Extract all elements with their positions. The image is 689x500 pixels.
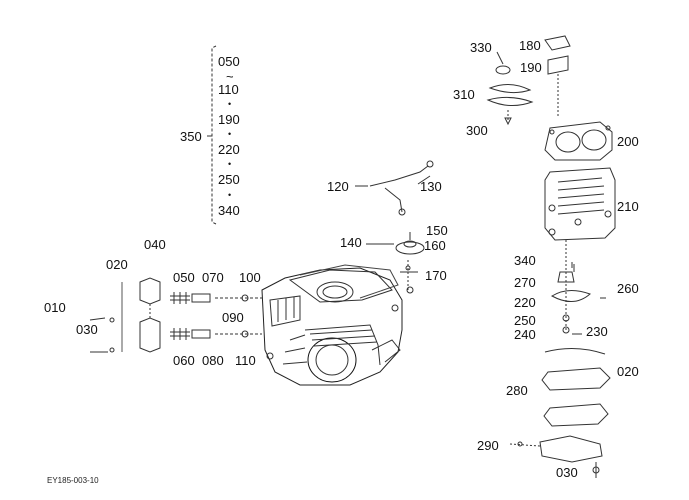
callout-230: 230 bbox=[586, 324, 608, 339]
callout-270: 270 bbox=[514, 275, 536, 290]
callout-090: 090 bbox=[222, 310, 244, 325]
callout-100: 100 bbox=[239, 270, 261, 285]
crankcase-cover bbox=[299, 264, 399, 299]
callout-340-right: 340 bbox=[514, 253, 536, 268]
callout-020: 020 bbox=[106, 257, 128, 272]
callout-190: 190 bbox=[218, 112, 240, 127]
callout-040: 040 bbox=[144, 237, 166, 252]
callout-tilde: ~ bbox=[226, 69, 234, 84]
callout-350: 350 bbox=[180, 129, 202, 144]
figure-code: EY185-003-10 bbox=[47, 476, 99, 485]
callout-030-right: 030 bbox=[556, 465, 578, 480]
callout-110: 110 bbox=[218, 82, 239, 97]
callout-130: 130 bbox=[420, 179, 442, 194]
callout-170: 170 bbox=[425, 268, 447, 283]
callout-050: 050 bbox=[218, 54, 240, 69]
callout-280: 280 bbox=[506, 383, 528, 398]
callout-300: 300 bbox=[466, 123, 488, 138]
callout-220-right: 220 bbox=[514, 295, 536, 310]
callout-290: 290 bbox=[477, 438, 499, 453]
callout-dot: • bbox=[228, 190, 232, 200]
callout-050-left: 050 bbox=[173, 270, 195, 285]
callout-220: 220 bbox=[218, 142, 240, 157]
callout-dot: • bbox=[228, 129, 232, 139]
rocker-arm bbox=[355, 160, 434, 216]
callout-180: 180 bbox=[519, 38, 541, 53]
cylinder-head bbox=[544, 167, 616, 241]
callout-340: 340 bbox=[218, 203, 240, 218]
callout-190-right: 190 bbox=[520, 60, 542, 75]
callout-310: 310 bbox=[453, 87, 475, 102]
callout-dot: • bbox=[228, 159, 232, 169]
callout-120: 120 bbox=[327, 179, 349, 194]
callout-150: 150 bbox=[426, 223, 448, 238]
callout-330: 330 bbox=[470, 40, 492, 55]
callout-070: 070 bbox=[202, 270, 224, 285]
group-bracket bbox=[211, 45, 217, 225]
callout-250: 250 bbox=[218, 172, 240, 187]
left-parts bbox=[89, 277, 262, 353]
flywheel-head bbox=[544, 35, 613, 161]
callout-010: 010 bbox=[44, 300, 66, 315]
crankcase bbox=[261, 267, 403, 386]
callout-080: 080 bbox=[202, 353, 224, 368]
gasket bbox=[544, 348, 606, 355]
governor-parts bbox=[366, 232, 425, 294]
callout-020-right: 020 bbox=[617, 364, 639, 379]
callout-210: 210 bbox=[617, 199, 639, 214]
oil-pan bbox=[509, 367, 611, 478]
callout-140: 140 bbox=[340, 235, 362, 250]
valve-assembly bbox=[551, 240, 606, 335]
callout-200: 200 bbox=[617, 134, 639, 149]
callout-dot: • bbox=[228, 99, 232, 109]
callout-110-left: 110 bbox=[235, 353, 256, 368]
callout-030: 030 bbox=[76, 322, 98, 337]
callout-160: 160 bbox=[424, 238, 446, 253]
callout-260: 260 bbox=[617, 281, 639, 296]
piston-rings bbox=[486, 51, 534, 126]
callout-060: 060 bbox=[173, 353, 195, 368]
callout-240: 240 bbox=[514, 327, 536, 342]
callout-250-right: 250 bbox=[514, 313, 536, 328]
